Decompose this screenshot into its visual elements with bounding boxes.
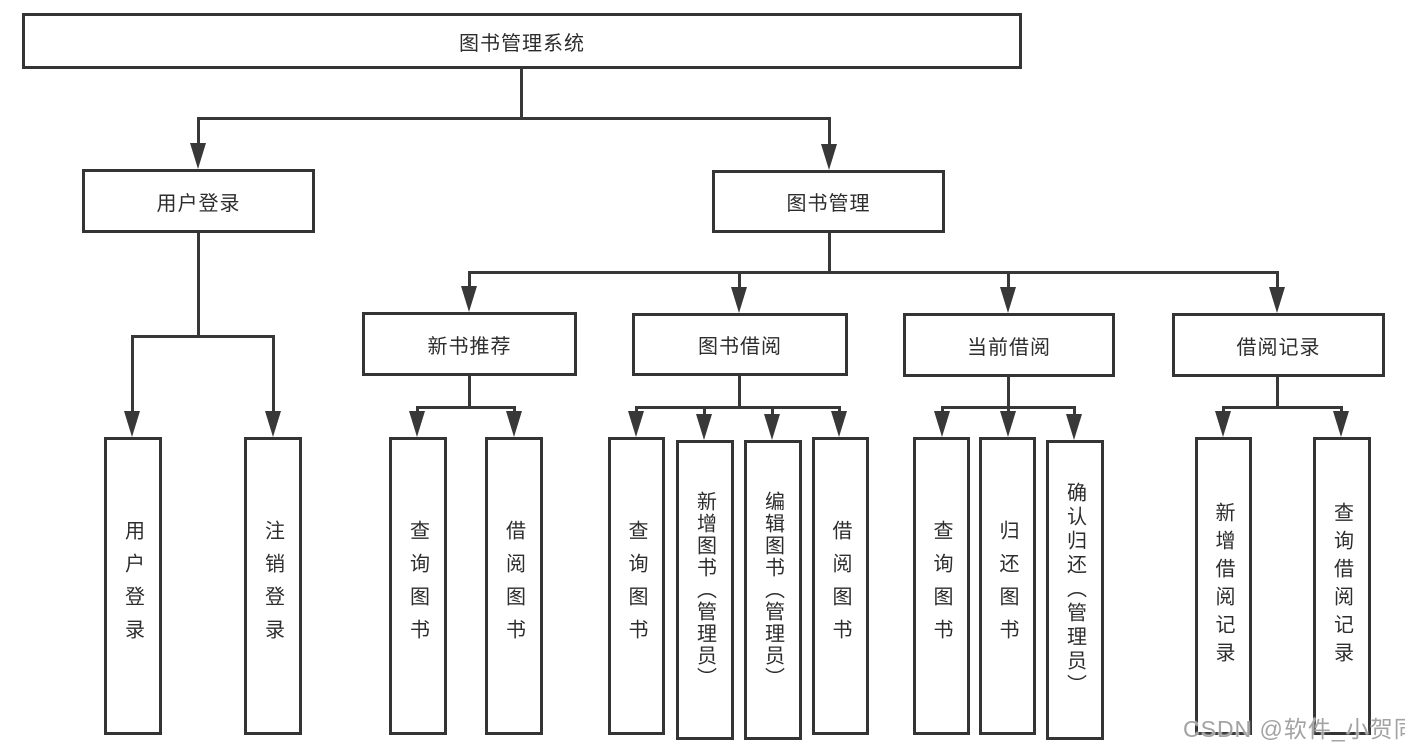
connector-drop-cb-return (1007, 406, 1010, 412)
arrowhead-book-borrow (731, 287, 747, 313)
leaf-cb-query-books: 查询图书 (913, 437, 970, 735)
connector-drop-br-add (1222, 406, 1225, 412)
leaf-cb-query-books-label: 查询图书 (930, 520, 952, 652)
arrowhead-new-book (461, 286, 477, 312)
leaf-logout-label: 注销登录 (261, 520, 284, 652)
node-book-borrow-label: 图书借阅 (698, 336, 782, 358)
connector-drop-nb-borrow (513, 406, 516, 412)
leaf-bb-edit-books-admin: 编辑图书（管理员） (744, 440, 802, 740)
connector-current-borrow-trunk (1007, 377, 1010, 408)
node-new-book-recommend: 新书推荐 (362, 312, 577, 376)
node-user-login: 用户登录 (82, 169, 315, 233)
connector-drop-current-borrow (1007, 271, 1010, 287)
leaf-cb-confirm-return-admin: 确认归还（管理员） (1046, 440, 1104, 740)
connector-drop-bb-edit (771, 406, 774, 414)
node-new-book-recommend-label: 新书推荐 (427, 335, 512, 358)
connector-drop-nb-query (416, 406, 419, 412)
connector-drop-new-book (468, 271, 471, 287)
leaf-bb-query-books-label: 查询图书 (625, 520, 647, 652)
node-root-label: 图书管理系统 (459, 32, 585, 55)
arrowhead-user-login (190, 143, 206, 169)
leaf-cb-confirm-return-admin-label: 确认归还（管理员） (1063, 482, 1086, 698)
connector-user-login-rail (131, 335, 275, 338)
connector-user-login-trunk (197, 233, 200, 335)
connector-drop-bb-add (703, 406, 706, 414)
node-borrow-records: 借阅记录 (1172, 313, 1385, 377)
arrowhead-nb-borrow (506, 411, 522, 437)
arrowhead-bb-edit (764, 414, 780, 440)
connector-book-management-trunk (828, 233, 831, 273)
node-book-borrow: 图书借阅 (632, 313, 848, 376)
leaf-bb-borrow-books-label: 借阅图书 (829, 520, 851, 652)
leaf-br-query-record: 查询借阅记录 (1313, 437, 1371, 735)
leaf-bb-query-books: 查询图书 (608, 437, 665, 735)
connector-drop-login-leaf (131, 335, 134, 413)
arrowhead-cb-return (1000, 411, 1016, 437)
leaf-user-login-label: 用户登录 (121, 520, 144, 652)
connector-drop-borrow-records (1276, 271, 1279, 287)
leaf-br-query-record-label: 查询借阅记录 (1330, 502, 1353, 670)
leaf-bb-edit-books-admin-label: 编辑图书（管理员） (761, 491, 784, 689)
node-book-management: 图书管理 (712, 170, 945, 233)
node-user-login-label: 用户登录 (156, 192, 241, 215)
arrowhead-br-query (1333, 411, 1349, 437)
connector-book-borrow-trunk (738, 376, 741, 408)
connector-new-book-rail (416, 406, 516, 409)
arrowhead-logout-leaf (265, 411, 281, 437)
leaf-bb-borrow-books: 借阅图书 (812, 437, 869, 735)
connector-root-trunk (520, 69, 523, 118)
leaf-nb-query-books-label: 查询图书 (406, 520, 429, 652)
connector-book-borrow-rail (635, 406, 841, 409)
arrowhead-bb-borrow (831, 411, 847, 437)
leaf-cb-return-books-label: 归还图书 (996, 520, 1018, 652)
leaf-logout: 注销登录 (244, 437, 302, 735)
node-book-management-label: 图书管理 (786, 193, 871, 215)
arrowhead-br-add (1215, 411, 1231, 437)
connector-borrow-records-trunk (1276, 377, 1279, 408)
connector-level3-rail (468, 271, 1279, 274)
connector-drop-bb-query (635, 406, 638, 412)
connector-drop-cb-confirm (1073, 406, 1076, 414)
connector-new-book-trunk (468, 376, 471, 408)
leaf-br-add-record: 新增借阅记录 (1195, 437, 1252, 735)
leaf-nb-borrow-books-label: 借阅图书 (502, 520, 525, 652)
csdn-watermark: CSDN @软件_小贺同学 (1183, 716, 1405, 742)
arrowhead-book-management (821, 144, 837, 170)
leaf-user-login: 用户登录 (104, 437, 162, 735)
connector-borrow-records-rail (1222, 406, 1343, 409)
arrowhead-cb-query (934, 411, 950, 437)
arrowhead-bb-add (696, 414, 712, 440)
leaf-br-add-record-label: 新增借阅记录 (1212, 502, 1234, 670)
node-borrow-records-label: 借阅记录 (1236, 336, 1321, 359)
connector-level2-rail (197, 117, 830, 120)
leaf-bb-add-books-admin: 新增图书（管理员） (676, 440, 734, 740)
connector-drop-user-login (197, 117, 200, 145)
connector-drop-bb-borrow (838, 406, 841, 412)
connector-drop-logout-leaf (272, 335, 275, 413)
connector-drop-br-query (1340, 406, 1343, 412)
node-root: 图书管理系统 (22, 13, 1022, 69)
arrowhead-cb-confirm (1066, 414, 1082, 440)
node-current-borrow: 当前借阅 (903, 313, 1115, 377)
connector-drop-book-borrow (738, 271, 741, 287)
leaf-nb-query-books: 查询图书 (389, 437, 447, 735)
arrowhead-login-leaf (124, 411, 140, 437)
leaf-cb-return-books: 归还图书 (979, 437, 1036, 735)
leaf-nb-borrow-books: 借阅图书 (485, 437, 543, 735)
node-current-borrow-label: 当前借阅 (967, 336, 1051, 359)
connector-drop-cb-query (941, 406, 944, 412)
arrowhead-borrow-records (1269, 287, 1285, 313)
arrowhead-nb-query (409, 411, 425, 437)
arrowhead-bb-query (628, 411, 644, 437)
arrowhead-current-borrow (1000, 287, 1016, 313)
connector-drop-book-management (828, 117, 831, 145)
leaf-bb-add-books-admin-label: 新增图书（管理员） (693, 491, 716, 689)
